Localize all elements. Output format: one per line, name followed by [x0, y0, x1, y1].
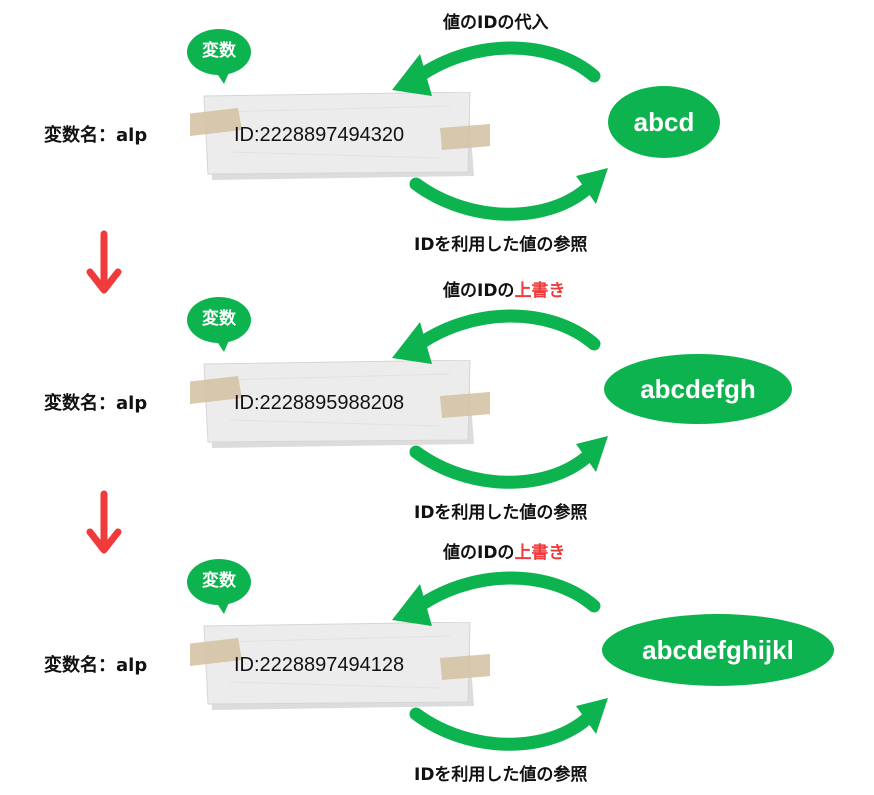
curved-arrow-icon	[392, 41, 608, 221]
assign-label: 値のIDの代入	[443, 13, 549, 33]
reference-label: IDを利用した値の参照	[414, 235, 588, 255]
overwrite-label: 値のIDの上書き	[443, 281, 566, 301]
variable-name-label: 変数名：alp	[44, 655, 148, 676]
tape-icon	[190, 376, 242, 404]
variable-bubble-label: 変数	[202, 41, 236, 61]
overwrite-label: 値のIDの上書き	[443, 543, 566, 563]
speech-bubble-icon	[187, 297, 251, 352]
panel-2: 変数 変数名：alp ID:2228895988208 値のIDの上書き abc…	[0, 268, 874, 528]
speech-bubble-icon	[187, 559, 251, 614]
panel-3: 変数 変数名：alp ID:2228897494128 値のIDの上書き abc…	[0, 530, 874, 790]
tape-icon	[440, 392, 490, 418]
paper-note-icon	[190, 92, 490, 180]
value-oval: abcd	[608, 86, 720, 158]
paper-note-icon	[190, 622, 490, 710]
variable-name-label: 変数名：alp	[44, 393, 148, 414]
id-value: ID:2228897494128	[234, 654, 405, 676]
id-value: ID:2228895988208	[234, 392, 405, 414]
paper-note-icon	[190, 360, 490, 448]
down-arrow-icon	[86, 490, 122, 554]
panel-1: 変数 変数名：alp ID:2228897494320 値のIDの代入 abcd…	[0, 0, 874, 260]
variable-bubble-label: 変数	[202, 571, 236, 591]
reference-label: IDを利用した値の参照	[414, 765, 588, 785]
tape-icon	[190, 638, 242, 666]
variable-bubble-label: 変数	[202, 309, 236, 329]
value-oval: abcdefghijkl	[602, 614, 834, 686]
variable-name-label: 変数名：alp	[44, 125, 148, 146]
value-oval: abcdefgh	[604, 354, 792, 424]
id-value: ID:2228897494320	[234, 124, 405, 146]
curved-arrow-icon	[392, 571, 608, 751]
tape-icon	[440, 124, 490, 150]
curved-arrow-icon	[392, 309, 608, 489]
down-arrow-icon	[86, 230, 122, 294]
tape-icon	[440, 654, 490, 680]
speech-bubble-icon	[187, 29, 251, 84]
reference-label: IDを利用した値の参照	[414, 503, 588, 523]
tape-icon	[190, 108, 242, 136]
